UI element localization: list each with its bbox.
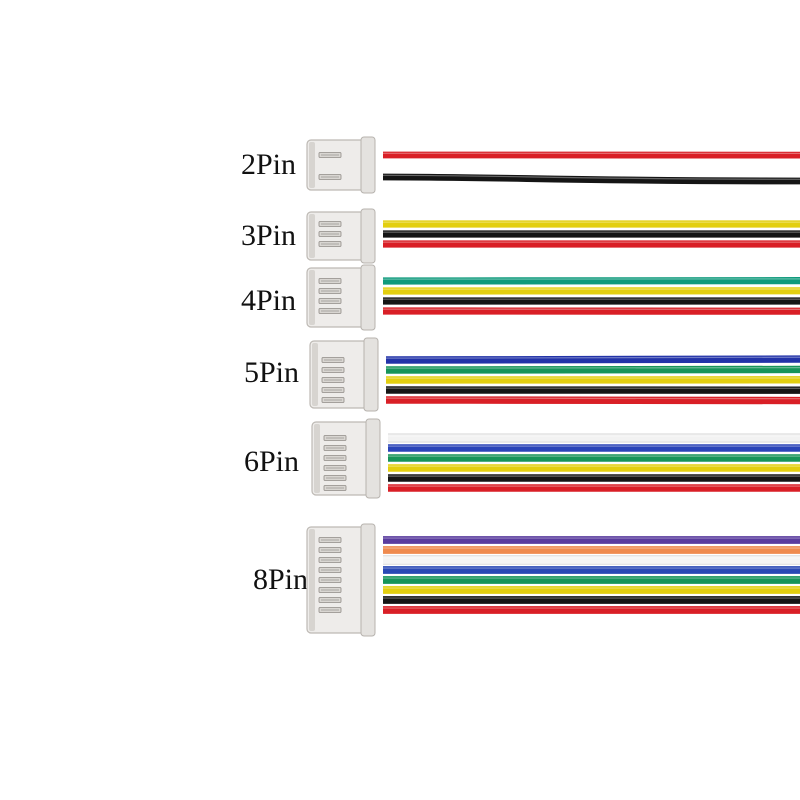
connector-housing <box>306 267 370 328</box>
label-8pin: 8Pin <box>253 563 309 596</box>
wire <box>382 173 800 185</box>
connector-shade <box>314 424 320 493</box>
cable-2pin <box>306 136 800 194</box>
cable-6pin <box>311 418 800 499</box>
connector-latch <box>360 523 376 637</box>
connector-shade <box>309 270 315 325</box>
connector-latch <box>365 418 381 499</box>
label-6pin: 6Pin <box>244 445 300 478</box>
label-3pin: 3Pin <box>241 219 297 252</box>
wire-highlight <box>385 367 800 369</box>
connector-shade <box>309 529 315 631</box>
connector-latch <box>360 264 376 331</box>
connector-shade <box>312 343 318 406</box>
wire-highlight <box>385 397 800 400</box>
wire <box>385 365 800 374</box>
cable-4pin <box>306 264 800 331</box>
label-5pin: 5Pin <box>244 356 300 389</box>
wire <box>385 396 800 405</box>
connector-latch <box>360 136 376 194</box>
connector-housing <box>306 139 370 191</box>
label-4pin: 4Pin <box>241 284 297 317</box>
wire-highlight <box>382 174 800 180</box>
wire <box>385 355 800 364</box>
connector-latch <box>363 337 379 412</box>
wire-highlight <box>385 356 800 359</box>
cable-8pin <box>306 523 800 637</box>
cable-5pin <box>309 337 800 412</box>
connector-shade <box>309 214 315 258</box>
label-2pin: 2Pin <box>241 148 297 181</box>
cable-3pin <box>306 208 800 264</box>
connector-shade <box>309 142 315 188</box>
connector-latch <box>360 208 376 264</box>
